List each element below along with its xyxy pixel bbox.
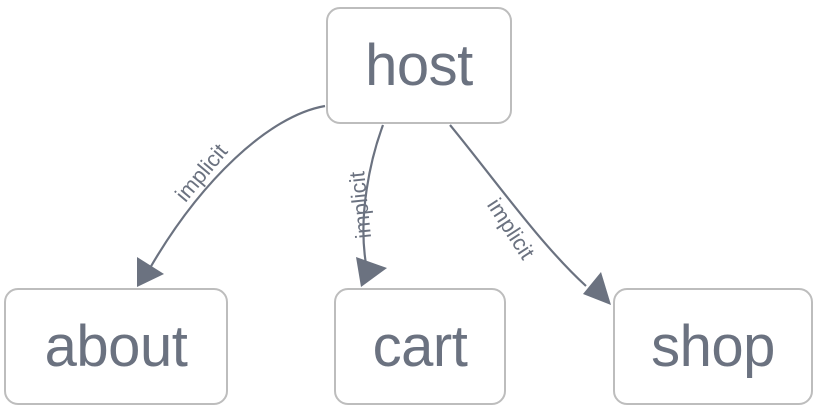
edge-host-cart-arrowhead [356,257,387,287]
edge-host-about-arrowhead [137,257,164,287]
edge-host-about[interactable] [137,104,326,287]
node-cart[interactable]: cart [334,288,506,405]
edge-host-shop[interactable] [449,124,611,305]
edge-host-cart[interactable] [356,124,387,287]
node-shop-label: shop [651,313,775,379]
edge-host-cart-path [362,124,385,265]
node-host[interactable]: host [326,7,512,124]
edge-host-shop-path [449,124,587,287]
node-about-label: about [44,313,188,379]
node-shop[interactable]: shop [613,288,813,405]
node-about[interactable]: about [4,288,228,405]
node-host-label: host [365,32,473,98]
edge-host-about-path [149,104,326,269]
node-cart-label: cart [372,313,468,379]
edge-host-shop-arrowhead [583,272,611,305]
